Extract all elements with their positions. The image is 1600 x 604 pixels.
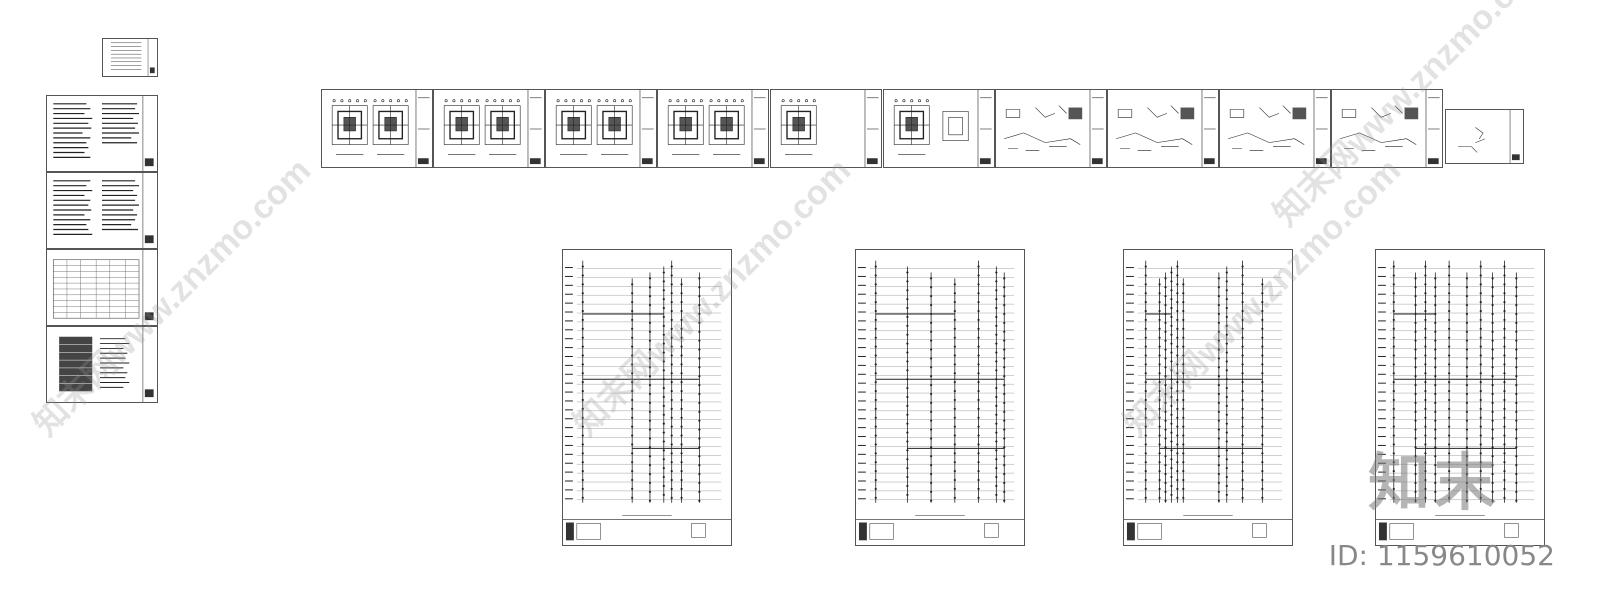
plan-sheet-6[interactable] [883,89,995,168]
plan-sheet-1-lines [331,90,430,167]
plan-sheet-4-lines [667,90,766,167]
plan-sheet-4[interactable] [657,89,769,168]
riser-diagram-sheet-3[interactable] [1123,249,1293,546]
plan-sheet-9[interactable] [1219,89,1331,168]
plan-sheet-2-lines [443,90,542,167]
notes-sheet-1[interactable] [46,95,158,172]
riser-diagram-1-lines [563,260,731,541]
image-id-label: ID: 1159610052 [1328,539,1555,572]
riser-diagram-2-lines [856,260,1024,541]
plan-sheet-3-lines [555,90,654,167]
plan-sheet-5[interactable] [770,89,882,168]
plan-sheet-8-lines [1116,90,1216,167]
plan-sheet-8[interactable] [1107,89,1219,168]
legend-sheet-table [53,250,154,325]
schedule-sheet[interactable] [46,326,158,403]
plan-sheet-10-lines [1340,90,1440,167]
plan-sheet-10[interactable] [1331,89,1443,168]
riser-diagram-sheet-1[interactable] [562,249,732,546]
riser-diagram-sheet-2[interactable] [855,249,1025,546]
notes-sheet-2-text [53,173,154,248]
plan-sheet-7-lines [1004,90,1104,167]
detail-sheet-small-lines [1458,110,1520,163]
riser-diagram-sheet-4[interactable] [1375,249,1545,546]
brand-logo: 知末 [1367,446,1500,519]
plan-sheet-2[interactable] [433,89,545,168]
riser-diagram-4-lines [1376,260,1544,541]
plan-sheet-5-lines [780,90,879,167]
riser-diagram-3-lines [1124,260,1292,541]
schedule-sheet-table [59,327,154,402]
plan-sheet-1[interactable] [321,89,433,168]
plan-sheet-9-lines [1228,90,1328,167]
cover-sheet[interactable] [102,38,158,77]
cover-sheet-lines [111,39,155,76]
legend-sheet[interactable] [46,249,158,326]
notes-sheet-1-text [53,96,154,171]
notes-sheet-2[interactable] [46,172,158,249]
plan-sheet-7[interactable] [995,89,1107,168]
plan-sheet-3[interactable] [545,89,657,168]
plan-sheet-6-lines [893,90,992,167]
detail-sheet-small[interactable] [1445,109,1524,164]
